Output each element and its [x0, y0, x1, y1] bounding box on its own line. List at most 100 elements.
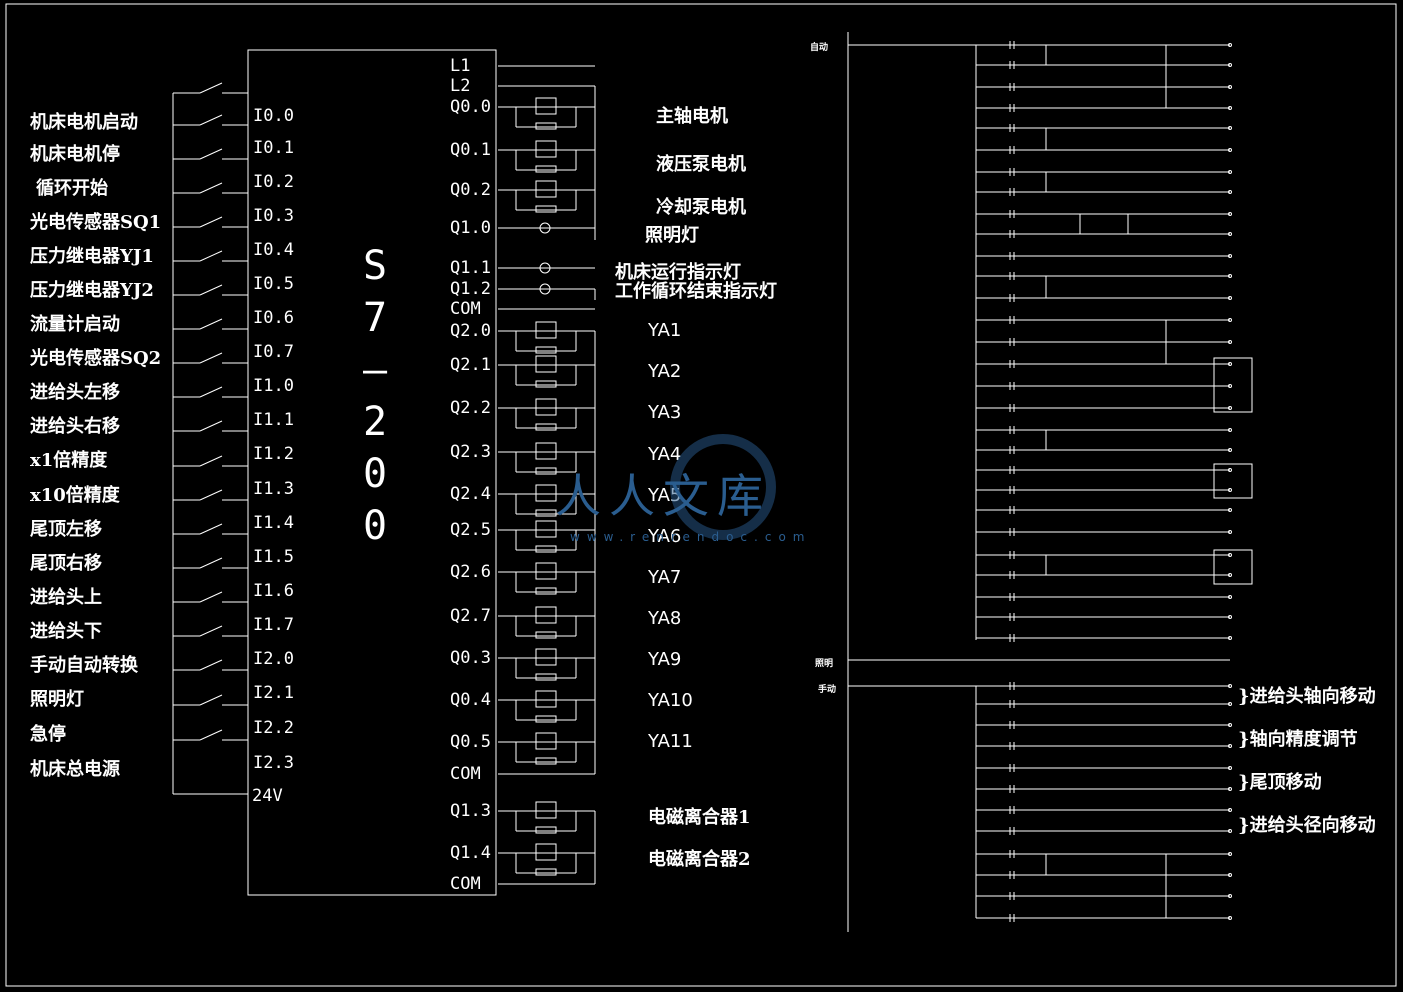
- output-label: YA6: [648, 526, 682, 547]
- output-address: Q1.2: [450, 279, 491, 299]
- input-label: 尾顶右移: [30, 553, 102, 574]
- input-label: 手动自动转换: [30, 655, 138, 676]
- output-wire: [498, 180, 595, 213]
- input-label: x1倍精度: [30, 450, 108, 471]
- input-label: 进给头右移: [30, 416, 120, 437]
- input-address: I1.7: [253, 615, 294, 635]
- input-label: 流量计启动: [30, 314, 120, 335]
- model-char: 0: [362, 451, 388, 497]
- input-contact: [172, 557, 248, 602]
- input-contact: [172, 182, 248, 227]
- ladder-rung: [976, 316, 1232, 324]
- output-wire: [498, 321, 595, 354]
- ladder-rung: [976, 168, 1232, 176]
- counter-block: [1213, 357, 1253, 413]
- output-address: Q0.5: [450, 732, 491, 752]
- output-wire: [498, 648, 595, 681]
- input-label: 进给头下: [30, 621, 102, 642]
- input-address: I2.3: [253, 753, 294, 773]
- snubber: [535, 757, 557, 765]
- ladder-rung: [976, 551, 1232, 559]
- input-contact: [172, 489, 248, 534]
- ladder-rung: [976, 382, 1232, 390]
- input-contact: [172, 386, 248, 431]
- snubber: [535, 423, 557, 431]
- output-address: Q0.3: [450, 648, 491, 668]
- snubber: [535, 631, 557, 639]
- output-address: Q1.3: [450, 801, 491, 821]
- output-address: Q2.2: [450, 398, 491, 418]
- output-label: YA1: [648, 320, 682, 341]
- ladder-rung: [976, 593, 1232, 601]
- output-label: 电磁离合器2: [648, 849, 751, 870]
- input-address: I0.1: [253, 138, 294, 158]
- output-wire: [498, 222, 595, 234]
- ladder-rung: [976, 571, 1232, 579]
- input-label: 压力继电器YJ1: [30, 246, 154, 267]
- output-label: YA2: [648, 361, 682, 382]
- output-address: Q0.1: [450, 140, 491, 160]
- output-address: Q1.0: [450, 218, 491, 238]
- lamp: [539, 222, 551, 234]
- watermark-text: 人人文库: [555, 469, 771, 523]
- output-label: 电磁离合器1: [648, 807, 751, 828]
- ladder-rung: [976, 785, 1232, 793]
- snubber: [535, 205, 557, 213]
- output-wire: [498, 843, 595, 876]
- output-address: L1: [450, 56, 471, 76]
- output-wire: [498, 562, 595, 595]
- ladder-rung: [976, 294, 1232, 302]
- relay-coil: [535, 321, 557, 339]
- lamp: [539, 262, 551, 274]
- ladder-rung: [976, 764, 1232, 772]
- output-wire: [498, 97, 595, 130]
- input-label: 照明灯: [30, 689, 84, 710]
- ladder-rung: [976, 61, 1232, 69]
- ladder-rung: [976, 104, 1232, 112]
- snubber: [535, 122, 557, 130]
- relay-coil: [535, 97, 557, 115]
- input-address: I0.5: [253, 274, 294, 294]
- input-label: 尾顶左移: [30, 519, 102, 540]
- ladder-rung: [976, 124, 1232, 132]
- output-label: 冷却泵电机: [656, 197, 746, 218]
- input-label: 进给头左移: [30, 382, 120, 403]
- output-label: YA10: [648, 690, 693, 711]
- ladder-rung: [976, 742, 1232, 750]
- ladder-rung: [976, 528, 1232, 536]
- output-label: YA11: [648, 731, 693, 752]
- ladder-rung: [976, 404, 1232, 412]
- ladder-rung: [976, 827, 1232, 835]
- output-address: Q0.0: [450, 97, 491, 117]
- output-wire: [498, 801, 595, 834]
- output-label: 主轴电机: [656, 106, 728, 127]
- input-address: I0.7: [253, 342, 294, 362]
- input-address: I1.4: [253, 513, 294, 533]
- output-address: L2: [450, 76, 471, 96]
- input-address: I2.0: [253, 649, 294, 669]
- ladder-rung: [976, 146, 1232, 154]
- output-address: Q2.1: [450, 355, 491, 375]
- relay-coil: [535, 520, 557, 538]
- input-contact: [172, 455, 248, 500]
- input-address: I0.2: [253, 172, 294, 192]
- output-wire: [498, 262, 595, 274]
- input-contact: [172, 284, 248, 329]
- input-address: I0.6: [253, 308, 294, 328]
- supply-24v: 24V: [252, 786, 283, 806]
- ladder-rung: [976, 210, 1232, 218]
- group-label: }轴向精度调节: [1238, 729, 1358, 750]
- relay-coil: [535, 690, 557, 708]
- model-char: —: [362, 347, 388, 393]
- model-char: 2: [362, 399, 388, 445]
- timer-block: [1213, 549, 1253, 585]
- input-label: 机床电机停: [30, 144, 120, 165]
- output-wire: [498, 140, 595, 173]
- input-contact: [172, 216, 248, 261]
- ladder-rung: [976, 613, 1232, 621]
- input-address: I0.0: [253, 106, 294, 126]
- ladder-rung: [976, 634, 1232, 642]
- snubber: [535, 509, 557, 517]
- ladder-rung: [976, 466, 1232, 474]
